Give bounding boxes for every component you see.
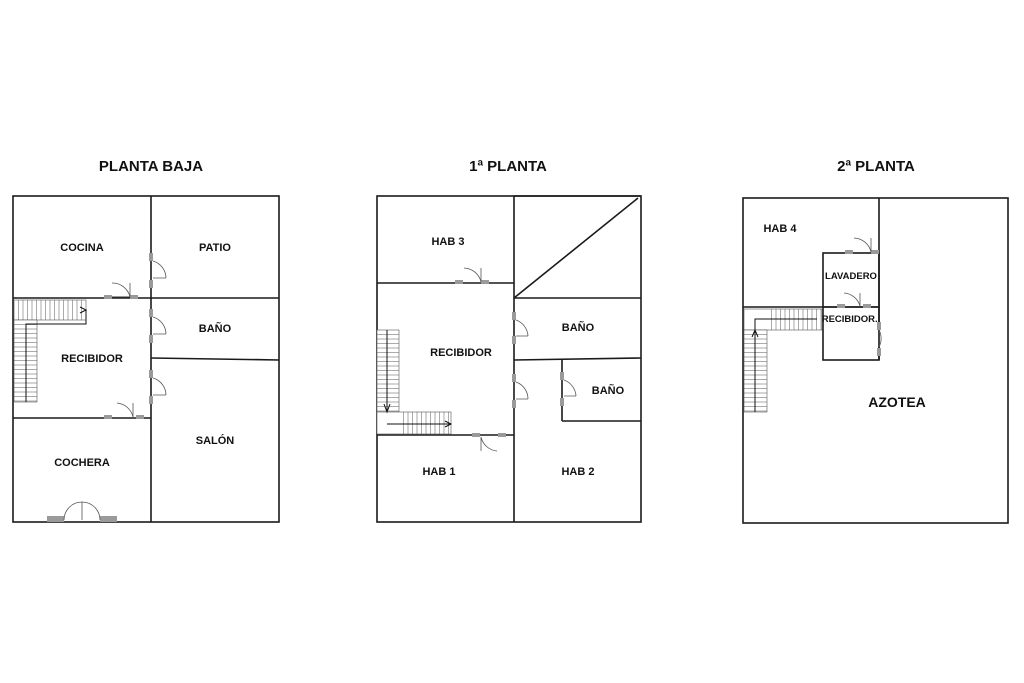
room-label-recibidor: RECIBIDOR [61,353,123,365]
door [512,312,529,344]
door [837,292,871,308]
door [877,322,882,356]
room-label-patio: PATIO [199,242,231,254]
door [104,282,138,299]
interior-wall [150,357,280,361]
staircase [376,329,453,435]
door [560,372,577,406]
room-label-hab2: HAB 2 [561,466,594,478]
floor-planta-baja: PLANTA BAJA [12,158,280,523]
room-label-hab1: HAB 1 [422,466,455,478]
room-label-bano: BAÑO [199,322,232,335]
door [104,402,144,419]
floor-title: 2ª PLANTA [837,158,915,175]
room-label-azotea: AZOTEA [868,394,926,410]
door [455,267,489,284]
interior-wall [513,357,642,361]
door [149,309,167,343]
door [845,237,879,254]
room-label-cocina: COCINA [60,242,103,254]
garage-door [47,501,117,522]
room-label-hab3: HAB 3 [431,236,464,248]
floor-title: 1ª PLANTA [469,158,547,175]
door [472,433,506,452]
door [149,370,167,404]
staircase [13,299,88,403]
room-label-bano: BAÑO [562,321,595,334]
staircase [743,308,823,413]
room-label-lavadero: LAVADERO [825,271,877,282]
floor-title: PLANTA BAJA [99,158,203,175]
door [149,253,167,288]
floor-2a-planta: 2ª PLANTA HAB 4 [742,158,1009,524]
room-label-hab4: HAB 4 [763,223,797,235]
room-label-recibidor: RECIBIDOR.. [822,314,881,325]
door [512,374,529,408]
floor-1a-planta: 1ª PLANTA [376,158,642,523]
room-label-cochera: COCHERA [54,457,110,469]
stair-void-diagonal [513,197,639,299]
room-label-bano: BAÑO [592,384,625,397]
room-label-recibidor: RECIBIDOR [430,347,492,359]
room-label-salon: SALÓN [196,434,235,447]
